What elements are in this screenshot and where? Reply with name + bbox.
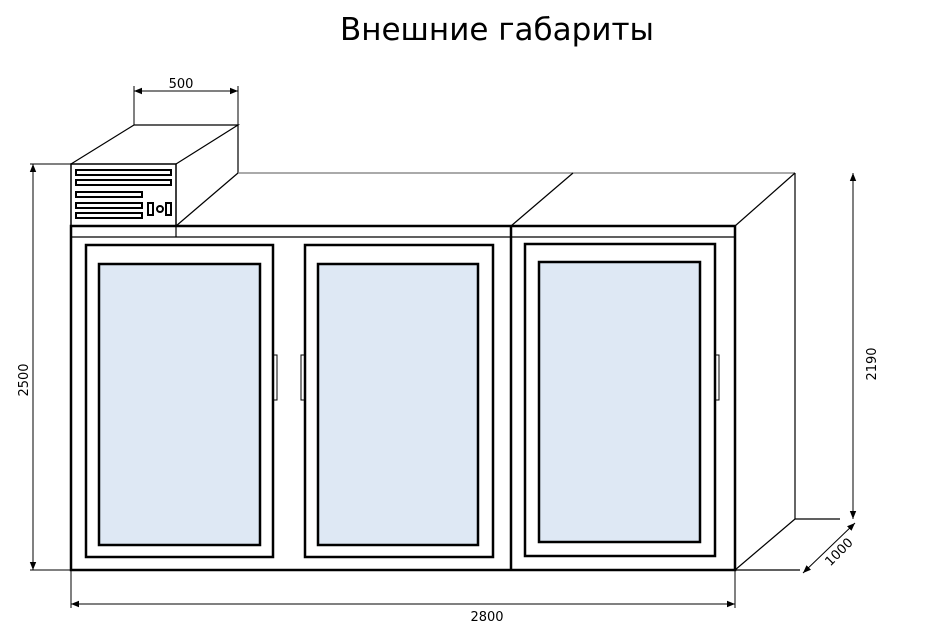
- glass-panel: [97, 262, 262, 547]
- cabinet-outline: [70, 124, 840, 571]
- compressor-vents: [75, 169, 172, 219]
- glass-panel: [537, 260, 702, 544]
- door-left[interactable]: [84, 243, 278, 559]
- handle-icon: [300, 354, 305, 401]
- glass-panel: [316, 262, 480, 547]
- dim-2190: 2190: [865, 347, 880, 380]
- handle-icon: [273, 354, 278, 401]
- handle-icon: [715, 354, 720, 401]
- cabinet-front: [69, 224, 737, 572]
- dim-500: 500: [169, 77, 194, 92]
- dim-2500: 2500: [17, 363, 32, 396]
- dim-2800: 2800: [470, 610, 503, 625]
- dimension-lines: [29, 86, 857, 608]
- dim-1000: 1000: [823, 536, 857, 570]
- page-title: Внешние габариты: [340, 12, 654, 48]
- door-right[interactable]: [523, 242, 720, 558]
- door-middle[interactable]: [300, 243, 495, 559]
